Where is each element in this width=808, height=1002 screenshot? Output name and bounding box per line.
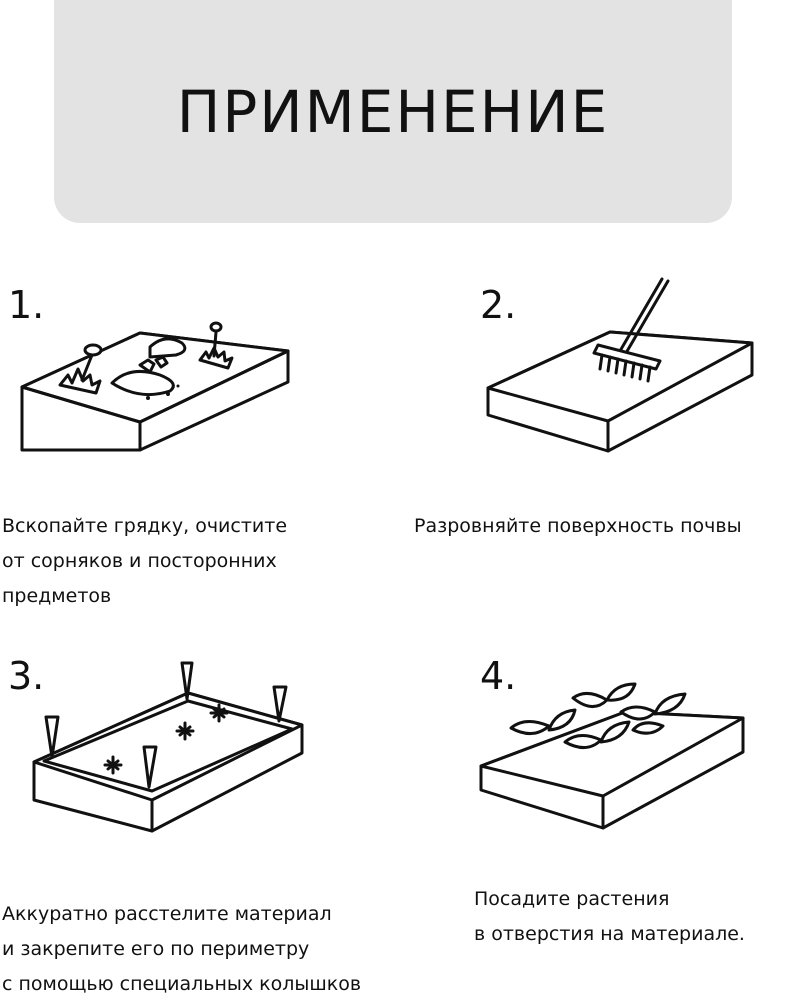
step-4-number: 4. — [480, 654, 517, 698]
step-3-text: Аккуратно расстелите материал и закрепит… — [2, 903, 362, 995]
header-banner: ПРИМЕНЕНИЕ — [54, 0, 732, 223]
page-title: ПРИМЕНЕНИЕ — [176, 78, 610, 146]
step-1-text: Вскопайте грядку, очистите от сорняков и… — [2, 515, 288, 607]
garden-bed-with-pegs-icon — [32, 661, 304, 833]
garden-bed-with-weeds-icon — [20, 321, 290, 452]
garden-bed-with-rake-icon — [486, 277, 754, 453]
garden-bed-with-plants-icon — [479, 682, 745, 830]
step-4-text: Посадите растения в отверстия на материа… — [474, 888, 745, 945]
step-3-number: 3. — [8, 654, 45, 698]
step-1-number: 1. — [8, 283, 45, 327]
step-2-number: 2. — [480, 283, 517, 327]
step-2-text: Разровняйте поверхность почвы — [414, 515, 742, 537]
